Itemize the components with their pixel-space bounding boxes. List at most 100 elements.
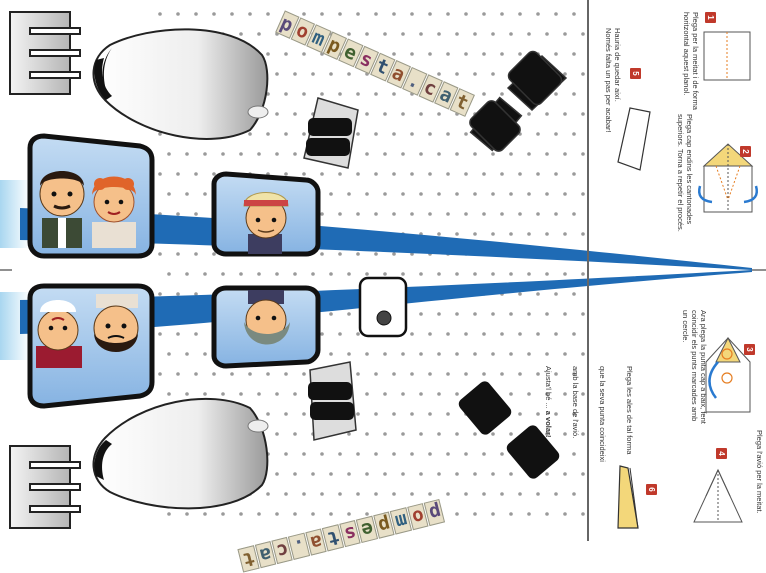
fold-dot	[572, 412, 576, 416]
fold-dot	[536, 372, 540, 376]
fold-dot	[320, 452, 324, 456]
fold-dot	[527, 32, 531, 36]
fold-dot	[482, 332, 486, 336]
fold-dot	[446, 372, 450, 376]
fold-dot	[509, 352, 513, 356]
fold-dot	[437, 392, 441, 396]
fold-dot	[491, 232, 495, 236]
fold-dot	[329, 352, 333, 356]
fold-dot	[545, 272, 549, 276]
airplane-artwork	[0, 0, 766, 541]
fold-dot	[473, 72, 477, 76]
fold-dot	[158, 252, 162, 256]
fold-dot	[419, 392, 423, 396]
fold-dot	[581, 432, 585, 436]
fold-dot	[410, 452, 414, 456]
fold-dot	[284, 372, 288, 376]
fold-dot	[410, 332, 414, 336]
fold-dot	[536, 492, 540, 496]
fold-dot	[446, 412, 450, 416]
fold-dot	[392, 212, 396, 216]
fold-dot	[446, 332, 450, 336]
step1-diagram	[703, 31, 751, 81]
fold-dot	[437, 272, 441, 276]
fold-dot	[554, 332, 558, 336]
fold-dot	[554, 52, 558, 56]
fold-dot	[482, 492, 486, 496]
fold-dot	[212, 252, 216, 256]
fold-dot	[491, 272, 495, 276]
fold-dot	[212, 372, 216, 376]
fold-dot	[563, 352, 567, 356]
step4-badge: 4	[716, 448, 727, 459]
fold-dot	[356, 452, 360, 456]
fold-dot	[464, 372, 468, 376]
fold-dot	[455, 392, 459, 396]
fold-dot	[518, 492, 522, 496]
fold-dot	[572, 12, 576, 16]
fold-dot	[365, 152, 369, 156]
fold-dot	[419, 152, 423, 156]
fold-dot	[221, 512, 225, 516]
fold-dot	[473, 152, 477, 156]
fold-dot	[428, 172, 432, 176]
fold-dot	[374, 372, 378, 376]
fold-dot	[176, 292, 180, 296]
fold-dot	[266, 492, 270, 496]
fold-dot	[329, 192, 333, 196]
window-passengers-top-left	[27, 133, 155, 259]
fold-dot	[302, 92, 306, 96]
fold-dot	[221, 152, 225, 156]
fold-dot	[518, 332, 522, 336]
fold-dot	[473, 272, 477, 276]
fold-dot	[284, 412, 288, 416]
fold-dot	[563, 72, 567, 76]
fold-dot	[437, 152, 441, 156]
fold-dot	[401, 432, 405, 436]
fold-dot	[293, 152, 297, 156]
fold-dot	[554, 92, 558, 96]
fold-dot	[302, 492, 306, 496]
fold-dot	[581, 472, 585, 476]
fold-dot	[230, 372, 234, 376]
fold-dot	[356, 252, 360, 256]
fold-dot	[419, 112, 423, 116]
fold-dot	[482, 212, 486, 216]
fold-dot	[446, 452, 450, 456]
fold-dot	[347, 192, 351, 196]
fold-dot	[572, 292, 576, 296]
window-passenger-bottom-middle	[211, 285, 321, 369]
fold-dot	[302, 12, 306, 16]
fold-dot	[212, 12, 216, 16]
fold-dot	[509, 232, 513, 236]
fold-dot	[491, 152, 495, 156]
fold-dot	[581, 112, 585, 116]
fold-dot	[518, 52, 522, 56]
fold-dot	[428, 492, 432, 496]
fold-dot	[581, 152, 585, 156]
fold-dot	[401, 152, 405, 156]
fold-dot	[554, 12, 558, 16]
fold-dot	[464, 12, 468, 16]
fold-dot	[266, 412, 270, 416]
fold-dot	[581, 72, 585, 76]
fold-dot	[581, 312, 585, 316]
fold-dot	[437, 232, 441, 236]
fold-dot	[536, 132, 540, 136]
step5-diagram	[617, 107, 651, 171]
fold-dot	[473, 512, 477, 516]
fold-dot	[275, 112, 279, 116]
fold-dot	[563, 432, 567, 436]
fold-dot	[302, 172, 306, 176]
fold-dot	[410, 212, 414, 216]
fold-dot	[428, 12, 432, 16]
fold-dot	[536, 332, 540, 336]
fold-dot	[482, 172, 486, 176]
fold-dot	[473, 192, 477, 196]
fold-dot	[572, 212, 576, 216]
step1-badge: 1	[705, 12, 716, 23]
fold-dot	[329, 512, 333, 516]
fold-dot	[419, 32, 423, 36]
fold-dot	[230, 12, 234, 16]
